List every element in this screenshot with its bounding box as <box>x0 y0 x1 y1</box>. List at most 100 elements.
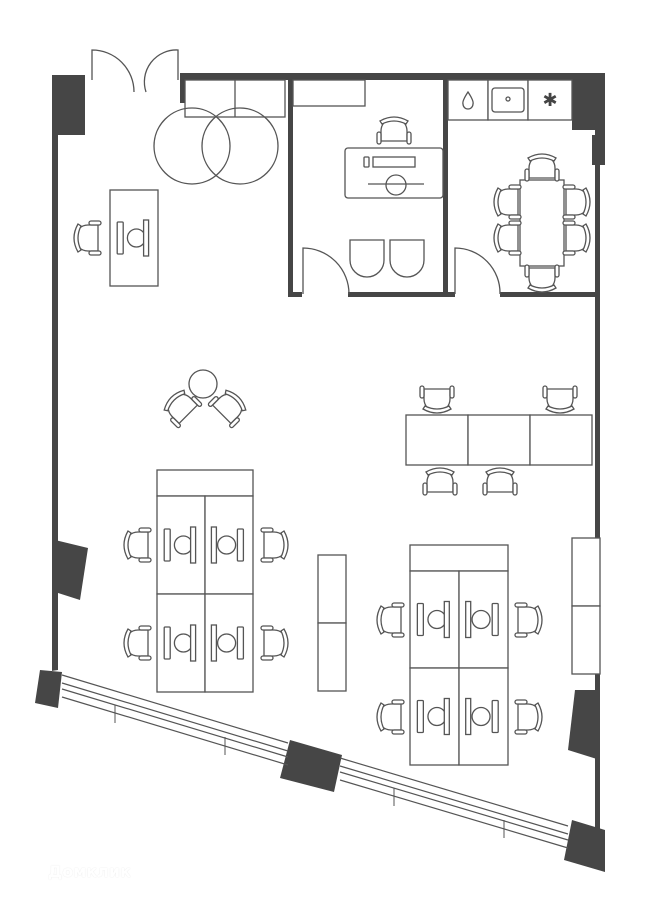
keyboard <box>189 624 197 662</box>
table-segment <box>405 414 469 466</box>
dining-chair <box>493 220 522 256</box>
furniture: ✱ <box>73 49 601 766</box>
monitor <box>236 626 245 660</box>
chair-arm <box>138 625 152 631</box>
coffee-table <box>188 369 218 399</box>
chair-arm <box>512 482 518 496</box>
desk-lamp <box>173 535 194 555</box>
keyboard <box>443 600 450 639</box>
wall-stub <box>443 292 455 297</box>
chair-back <box>224 389 247 412</box>
chair-arm <box>562 250 576 256</box>
walls <box>35 73 605 872</box>
storage-unit <box>409 544 509 572</box>
workstation-desk <box>409 570 460 669</box>
meeting-chair <box>482 467 518 496</box>
storage-cabinet <box>571 605 601 675</box>
desk-lamp <box>471 706 491 727</box>
chair-back <box>123 628 132 658</box>
keyboard <box>465 600 472 639</box>
chair-arm <box>508 250 522 256</box>
armchair-2 <box>389 239 425 278</box>
storage-unit <box>156 469 254 497</box>
chair-arm <box>138 655 152 661</box>
keyboard <box>443 697 450 736</box>
monitor <box>491 699 499 734</box>
lounge-chair <box>207 389 247 429</box>
pillar-top-right <box>572 73 605 135</box>
window-1 <box>61 674 289 766</box>
manager-phone <box>363 156 370 168</box>
chair-back <box>493 187 502 217</box>
office-cabinet <box>292 79 366 107</box>
chair-arm <box>508 214 522 220</box>
wall-left <box>45 75 85 678</box>
cooktop-icon: ✱ <box>542 90 557 111</box>
wall-door-jamb <box>180 73 187 103</box>
chair-arm <box>449 385 455 399</box>
chair-back <box>582 223 591 253</box>
wall-stub <box>288 292 302 297</box>
chair-back <box>425 467 455 476</box>
chair-arm <box>419 385 425 399</box>
window-line <box>339 779 569 849</box>
chair-back <box>280 628 289 658</box>
workstation-desk <box>458 667 509 766</box>
monitor <box>163 528 171 562</box>
chair-back <box>485 467 515 476</box>
chair-arm <box>170 417 181 429</box>
reception-chair <box>73 220 102 256</box>
storage-cabinet <box>317 622 347 692</box>
workstation-desk <box>409 667 460 766</box>
wall-office-bottom <box>348 292 448 297</box>
wall-office <box>288 80 293 296</box>
chair-arm <box>88 250 102 256</box>
pillar-right <box>568 690 600 760</box>
chair-arm <box>391 699 405 705</box>
chair-back <box>422 405 452 414</box>
desk-chair <box>123 527 152 563</box>
workstation-desk <box>204 495 254 595</box>
dining-chair <box>562 184 591 220</box>
entrance-door-left <box>91 49 135 93</box>
chair-back <box>376 605 385 635</box>
chair-arm <box>376 131 382 145</box>
window-line <box>339 771 569 841</box>
chair-arm <box>452 482 458 496</box>
chair-back <box>527 153 557 162</box>
chair-arm <box>524 264 530 278</box>
manager-lamp <box>385 174 407 196</box>
office-door <box>302 247 350 295</box>
desk-lamp <box>126 228 147 248</box>
chair-arm <box>260 625 274 631</box>
table-segment <box>529 414 593 466</box>
chair-arm <box>260 655 274 661</box>
dining-chair <box>493 184 522 220</box>
monitor <box>163 626 171 660</box>
chair-arm <box>391 632 405 638</box>
chair-arm <box>207 396 219 407</box>
chair-arm <box>406 131 412 145</box>
watermark-text: Домклик <box>48 861 131 881</box>
meeting-chair <box>422 467 458 496</box>
keyboard <box>142 219 150 257</box>
chair-back <box>163 389 186 412</box>
meeting-chair <box>542 385 578 414</box>
reception-desk <box>109 189 159 287</box>
chair-back <box>376 702 385 732</box>
meeting-chair <box>419 385 455 414</box>
manager-chair <box>376 116 412 145</box>
chair-arm <box>88 220 102 226</box>
chair-arm <box>514 602 528 608</box>
kitchen-door <box>454 247 501 295</box>
desk-chair <box>514 699 543 735</box>
desk-chair <box>260 625 289 661</box>
window-line <box>339 757 569 827</box>
pillar-bottom-middle <box>280 740 342 792</box>
monitor <box>491 602 499 637</box>
monitor <box>236 528 245 562</box>
chair-arm <box>562 220 576 226</box>
window-2 <box>339 757 569 849</box>
